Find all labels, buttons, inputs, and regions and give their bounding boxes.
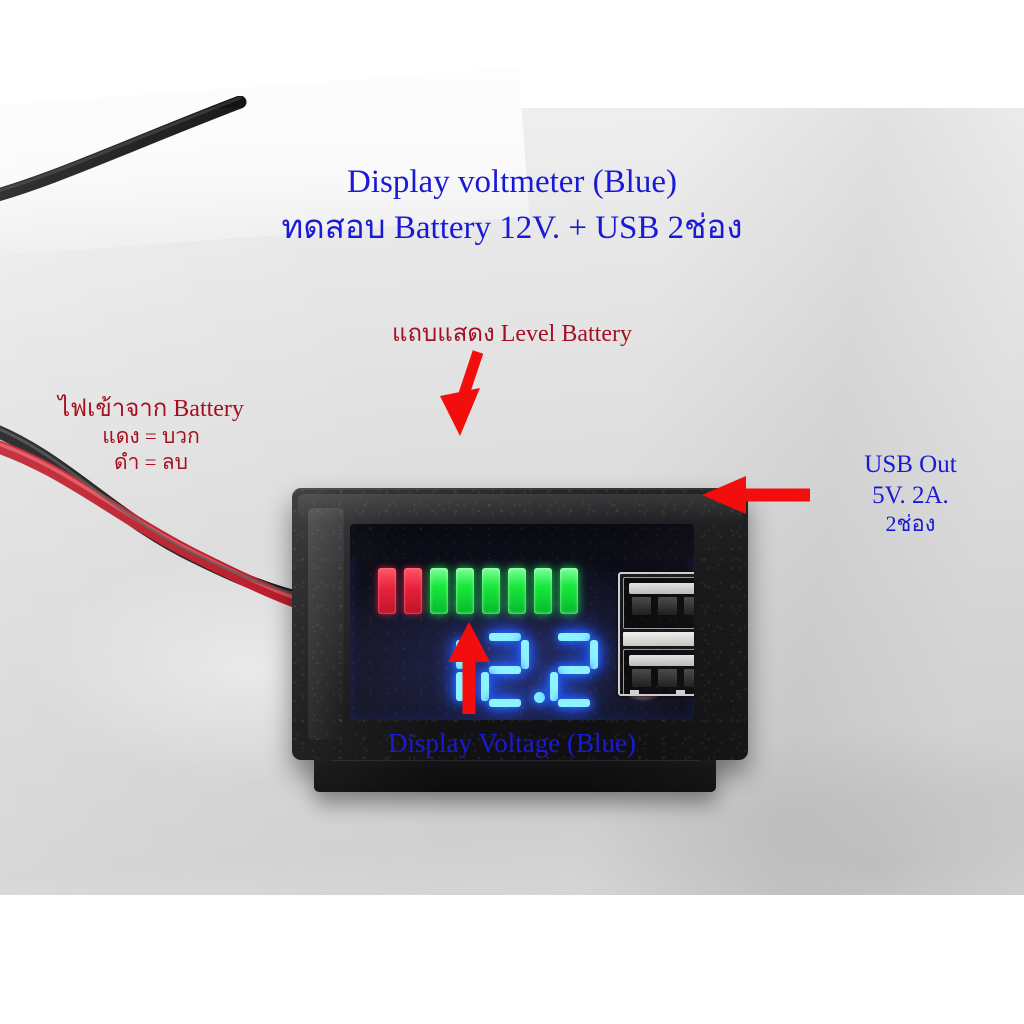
annotation-battery-level: แถบแสดง Level Battery [392, 321, 632, 347]
decimal-point [534, 692, 545, 703]
bargraph-segment-6 [508, 568, 526, 614]
product-photo [0, 66, 1024, 895]
usb-shield-feet [630, 690, 694, 694]
bargraph-segment-7 [534, 568, 552, 614]
bezel-top-chamfer [298, 494, 742, 524]
annotation-usb-out-line2: 5V. 2A. [872, 481, 949, 509]
arrow-left-icon [702, 476, 810, 514]
usb-tongue-top [629, 583, 694, 594]
voltage-digit-2 [480, 632, 530, 708]
annotation-power-in: ไฟเข้าจาก Battery แดง = บวก ดำ = ลบ [16, 395, 286, 475]
annotation-usb-out-line3: 2ช่อง [885, 511, 936, 536]
annotation-power-in-line1: ไฟเข้าจาก Battery [58, 396, 244, 422]
title-line-1: Display voltmeter (Blue) [347, 164, 677, 200]
bargraph-segment-2 [404, 568, 422, 614]
voltage-readout [428, 632, 599, 708]
screen-top-band [350, 524, 694, 560]
usb-tongue-bottom [629, 655, 694, 666]
voltage-digit-3 [549, 632, 599, 708]
annotation-power-in-line2: แดง = บวก [102, 424, 200, 449]
bargraph-segment-8 [560, 568, 578, 614]
usb-port-top [623, 577, 694, 629]
annotation-usb-out: USB Out 5V. 2A. 2ช่อง [808, 450, 1013, 538]
usb-contacts-bottom [632, 669, 694, 687]
bargraph-segment-1 [378, 568, 396, 614]
usb-shield-divider [623, 632, 694, 646]
device-screen [350, 524, 694, 720]
annotation-usb-out-line1: USB Out [864, 451, 957, 478]
bargraph-segment-4 [456, 568, 474, 614]
arrow-down-left-icon [440, 350, 484, 436]
usb-contacts-top [632, 597, 694, 615]
bargraph-segment-3 [430, 568, 448, 614]
battery-level-bargraph [378, 568, 578, 614]
bezel-left-chamfer [308, 508, 344, 740]
device-base [314, 754, 716, 792]
annotation-power-in-line3: ดำ = ลบ [114, 449, 188, 474]
annotation-display-voltage: Display Voltage (Blue) [388, 728, 636, 758]
usb-port-bottom [623, 649, 694, 694]
arrow-up-icon [448, 622, 490, 714]
usb-port-stack [618, 572, 694, 696]
bargraph-segment-5 [482, 568, 500, 614]
title-line-2: ทดสอบ Battery 12V. + USB 2ช่อง [281, 210, 743, 246]
voltmeter-device [292, 488, 748, 792]
